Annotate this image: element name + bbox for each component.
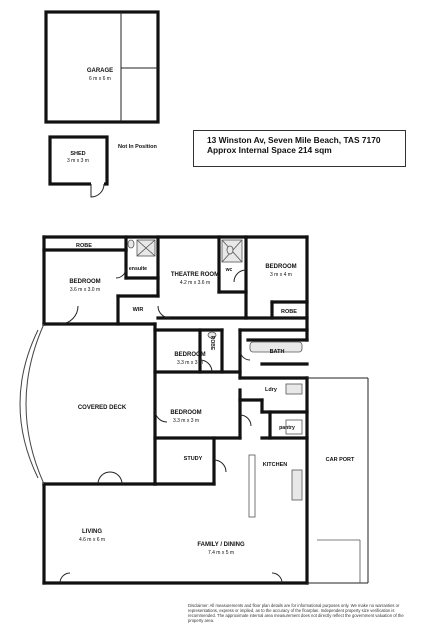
car-port-label: CAR PORT [326,457,355,463]
deck-curve [25,323,45,485]
study-label: STUDY [184,456,203,462]
disclaimer-text: Disclaimer: All measurements and floor p… [188,603,404,623]
ldry-label: Ldry [265,387,278,393]
fixtures [127,239,303,518]
bath-label: BATH [270,349,285,355]
door-swings [59,267,283,584]
bedroom1-size: 3.6 m x 3.0 m [70,287,100,293]
garage-label: GARAGE [87,68,113,74]
wir-label: WIR [133,307,144,313]
bedroom4-label: BEDROOM [170,410,201,416]
property-info-box: 13 Winston Av, Seven Mile Beach, TAS 717… [193,130,406,167]
theatre-size: 4.2 m x 3.6 m [180,280,210,286]
garage-outline [44,10,160,124]
robe-label-1: ROBE [76,243,92,249]
ensuite-label: ensuite [129,266,147,272]
shed-outline [48,135,109,198]
covered-deck-label: COVERED DECK [78,405,127,411]
garage-size: 6 m x 6 m [89,76,111,82]
shed-size: 3 m x 3 m [67,158,89,164]
kitchen-label: KITCHEN [263,462,287,468]
deck-curve-outer [19,329,39,479]
robe-label-2: ROBE [281,309,297,315]
bedroom3-size: 3.3 m x 3 m [177,360,203,366]
internal-space-text: Approx Internal Space 214 sqm [207,145,332,155]
address-text: 13 Winston Av, Seven Mile Beach, TAS 717… [207,135,381,145]
bedroom1-label: BEDROOM [69,279,100,285]
robe-label-3: ROBE [209,336,215,351]
wc-label: wc [225,267,233,273]
pantry-label: pantry [279,425,295,431]
family-label: FAMILY / DINING [197,542,245,548]
bedroom3-label: BEDROOM [174,352,205,358]
house-walls [42,235,309,585]
bedroom2-label: BEDROOM [265,264,296,270]
living-label: LIVING [82,529,102,535]
living-size: 4.6 m x 6 m [79,537,105,543]
theatre-label: THEATRE ROOM [171,272,219,278]
bedroom4-size: 3.3 m x 3 m [173,418,199,424]
family-size: 7.4 m x 5 m [208,550,234,556]
interior-walls [42,235,309,486]
bedroom2-size: 3 m x 4 m [270,272,292,278]
not-in-position-label: Not In Position [118,144,157,150]
car-port-outline [307,377,369,584]
shed-label: SHED [70,151,85,157]
